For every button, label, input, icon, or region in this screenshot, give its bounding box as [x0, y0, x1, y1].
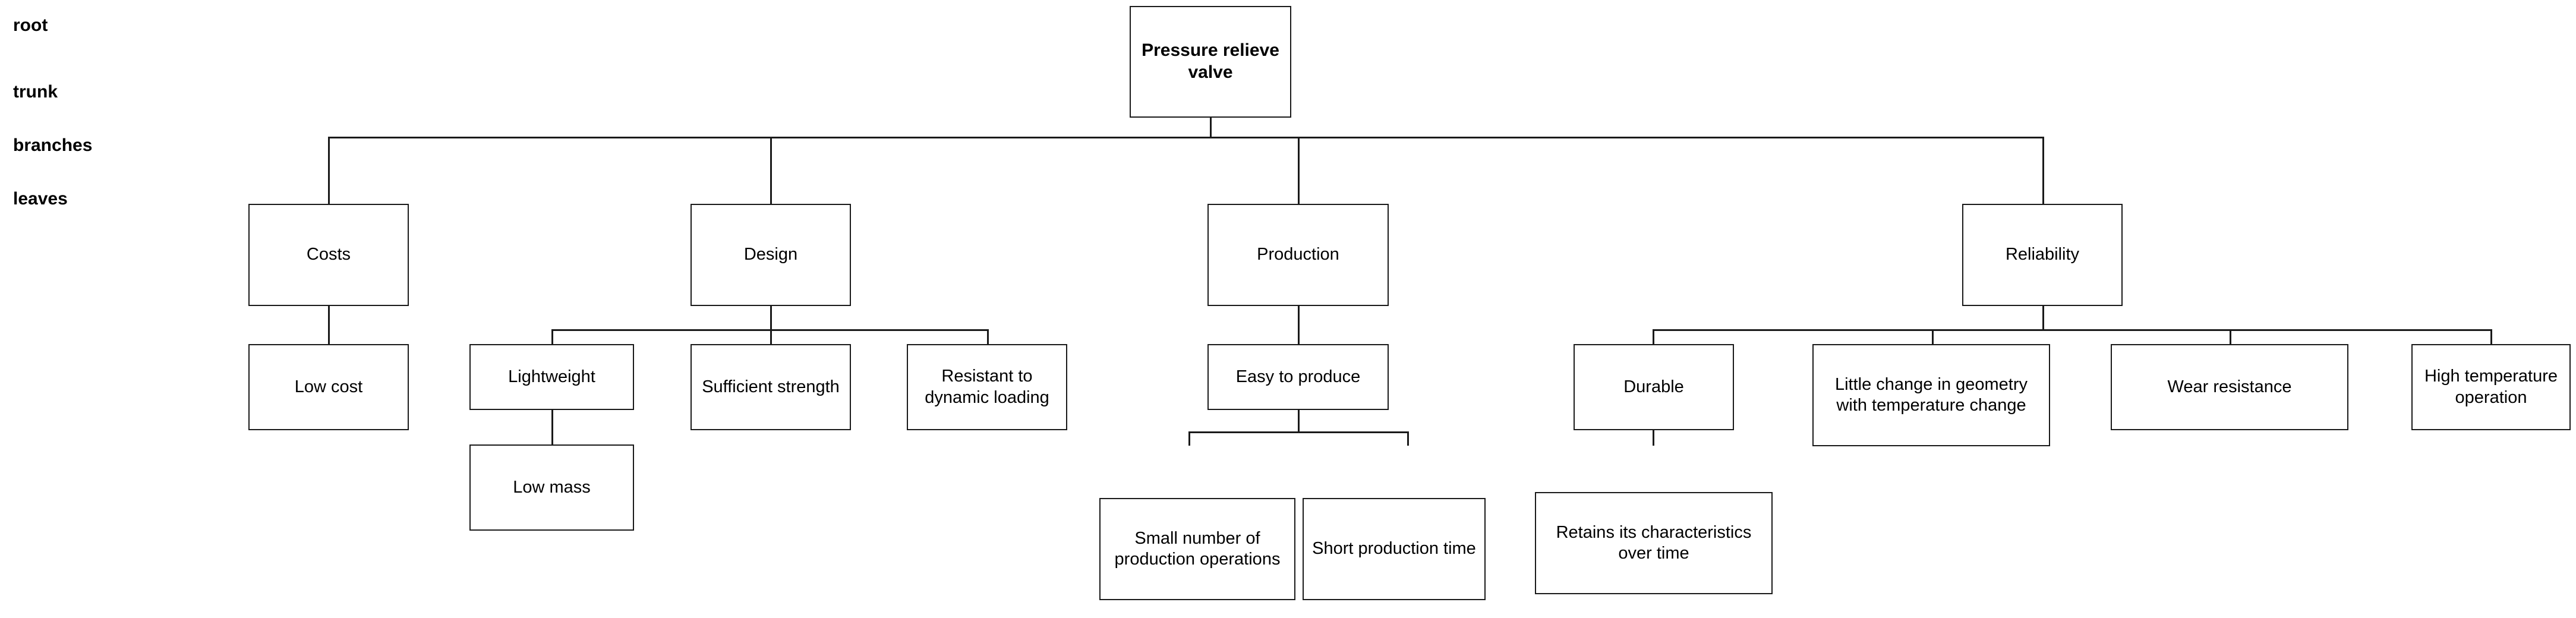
node-root-pressure-relieve-valve[interactable]: Pressure relieve valve [1130, 6, 1291, 118]
node-branch-little-change-geometry[interactable]: Little change in geometry with temperatu… [1812, 344, 2050, 446]
node-branch-little-change-geometry-label: Little change in geometry with temperatu… [1834, 374, 2028, 415]
edge-design-stem [770, 305, 772, 330]
node-leaf-low-mass[interactable]: Low mass [469, 444, 634, 531]
node-root-label: Pressure relieve valve [1142, 40, 1279, 82]
node-branch-high-temperature-operation[interactable]: High temperature operation [2411, 344, 2571, 430]
row-label-root: root [13, 15, 48, 35]
edge-easy-stem [1298, 410, 1300, 433]
node-leaf-low-mass-label: Low mass [513, 477, 591, 497]
node-branch-sufficient-strength-label: Sufficient strength [702, 377, 840, 396]
node-trunk-costs[interactable]: Costs [248, 204, 409, 306]
node-leaf-retains-its-characteristics-over-time[interactable]: Retains its characteristics over time [1535, 492, 1773, 594]
node-trunk-design[interactable]: Design [690, 204, 851, 306]
edge-drop-durable [1653, 329, 1654, 344]
node-branch-low-cost-label: Low cost [294, 377, 363, 396]
edge-production-to-easy [1298, 305, 1300, 344]
node-branch-resistant-dynamic-loading[interactable]: Resistant to dynamic loading [907, 344, 1067, 430]
node-branch-resistant-dynamic-loading-label: Resistant to dynamic loading [925, 367, 1049, 407]
edge-drop-design [770, 137, 772, 205]
edge-drop-costs [328, 137, 330, 205]
node-branch-lightweight-label: Lightweight [508, 367, 595, 386]
node-leaf-small-number-of-production-operations-label: Small number of production operations [1114, 528, 1281, 569]
node-leaf-short-production-time-label: Short production time [1312, 539, 1476, 559]
row-label-branches: branches [13, 135, 93, 155]
edge-drop-reliability [2042, 137, 2044, 205]
edge-drop-lightweight [551, 329, 553, 344]
edge-trunk-bus [328, 137, 2044, 138]
node-trunk-design-label: Design [743, 245, 798, 264]
node-branch-durable-label: Durable [1623, 377, 1684, 396]
node-branch-wear-resistance-label: Wear resistance [2167, 377, 2292, 396]
edge-drop-resistant-dynamic [987, 329, 989, 344]
node-leaf-small-number-of-production-operations[interactable]: Small number of production operations [1099, 498, 1295, 600]
edge-drop-small-number-ops [1188, 431, 1190, 446]
edge-reliability-bus [1653, 329, 2490, 331]
edge-drop-wear-resistance [2230, 329, 2231, 344]
node-branch-lightweight[interactable]: Lightweight [469, 344, 634, 410]
edge-drop-production [1298, 137, 1300, 205]
edge-drop-sufficient-strength [770, 329, 772, 344]
node-branch-low-cost[interactable]: Low cost [248, 344, 409, 430]
node-trunk-production-label: Production [1257, 245, 1339, 264]
edge-easy-bus [1188, 431, 1408, 433]
edge-lightweight-to-low-mass [551, 410, 553, 444]
edge-reliability-stem [2042, 305, 2044, 330]
node-leaf-short-production-time[interactable]: Short production time [1303, 498, 1486, 600]
node-branch-easy-to-produce-label: Easy to produce [1235, 367, 1361, 386]
edge-drop-little-change [1932, 329, 1934, 344]
node-branch-durable[interactable]: Durable [1574, 344, 1734, 430]
node-leaf-retains-its-characteristics-over-time-label: Retains its characteristics over time [1556, 522, 1752, 563]
edge-drop-high-temperature [2490, 329, 2492, 344]
node-trunk-reliability[interactable]: Reliability [1962, 204, 2123, 306]
node-branch-high-temperature-operation-label: High temperature operation [2424, 367, 2558, 407]
node-branch-wear-resistance[interactable]: Wear resistance [2111, 344, 2348, 430]
edge-drop-short-production [1407, 431, 1409, 446]
node-trunk-production[interactable]: Production [1207, 204, 1389, 306]
edge-root-stem [1210, 116, 1212, 138]
row-label-leaves: leaves [13, 189, 68, 209]
node-branch-easy-to-produce[interactable]: Easy to produce [1207, 344, 1389, 410]
edge-costs-to-low-cost [328, 305, 330, 344]
node-trunk-costs-label: Costs [306, 245, 351, 264]
node-branch-sufficient-strength[interactable]: Sufficient strength [690, 344, 851, 430]
row-label-trunk: trunk [13, 82, 58, 102]
node-trunk-reliability-label: Reliability [2005, 245, 2080, 264]
